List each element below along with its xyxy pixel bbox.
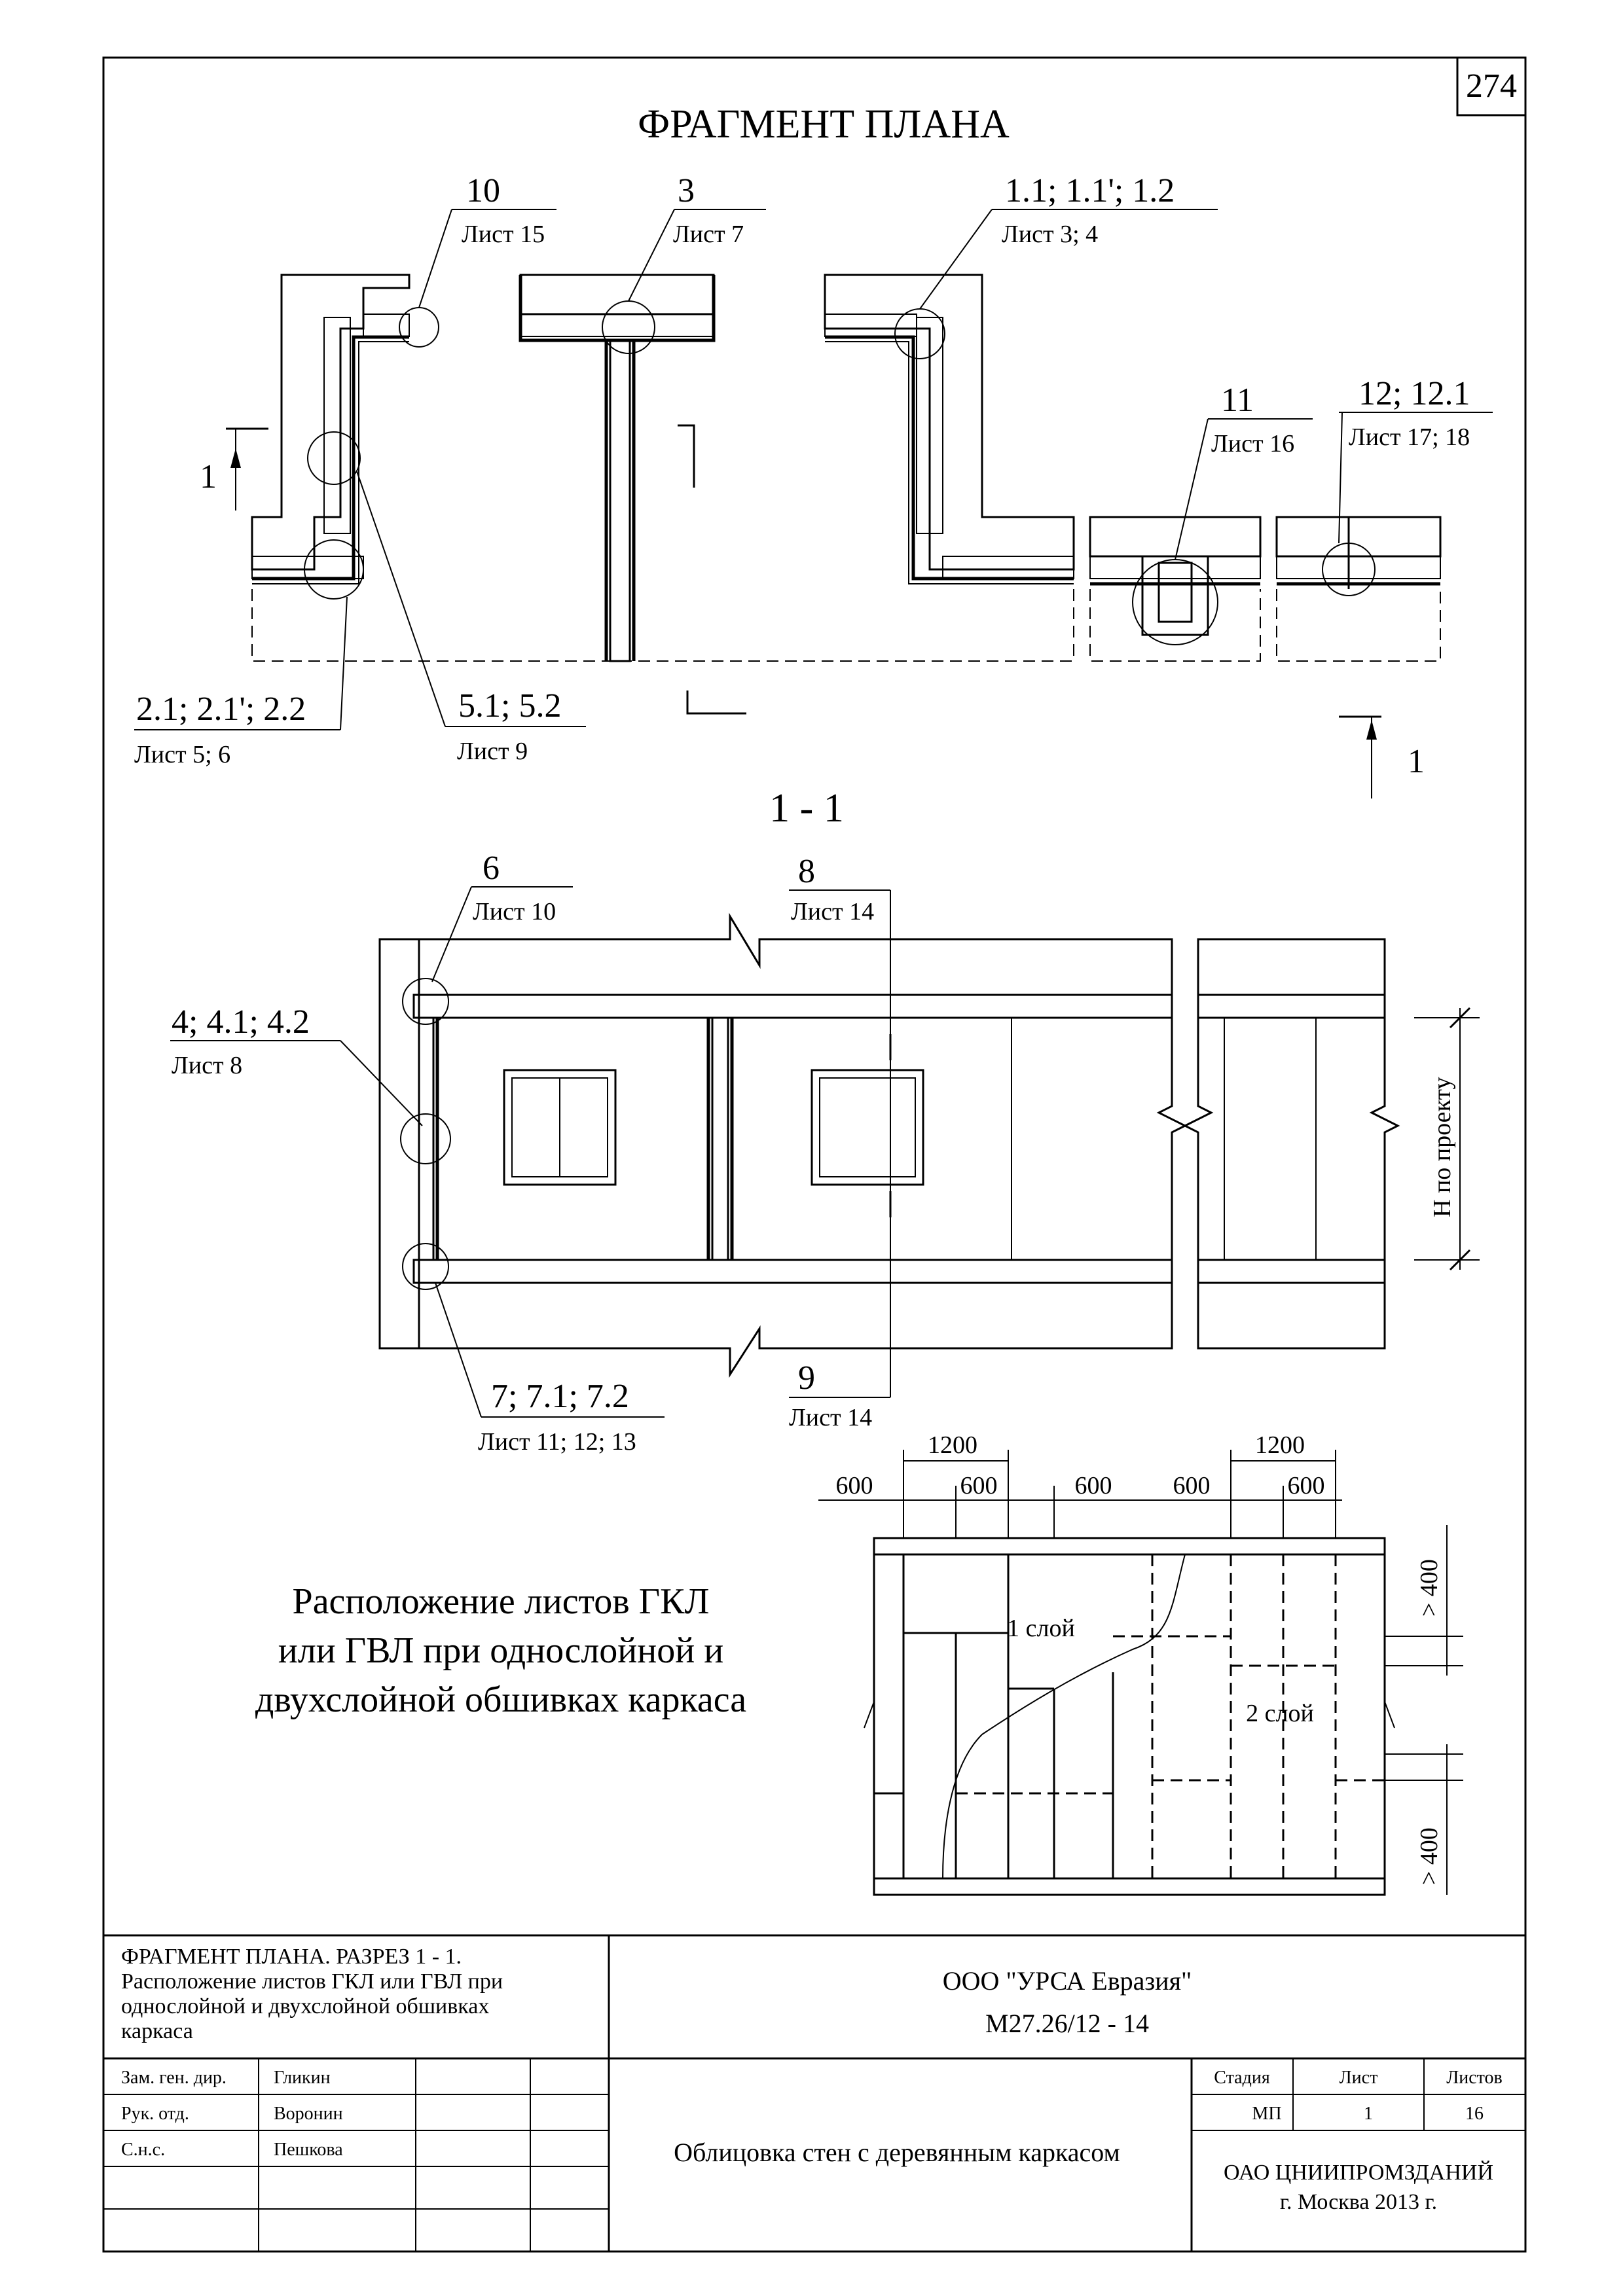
tb-org-line-1: ОАО ЦНИИПРОМЗДАНИЙ xyxy=(1224,2161,1493,2185)
tb-role-1: Зам. ген. дир. xyxy=(121,2068,227,2088)
plan-wall-right xyxy=(824,274,1075,571)
callout-2-number: 2.1; 2.1'; 2.2 xyxy=(136,691,306,728)
tb-desc-line-3: однослойной и двухслойной обшивках xyxy=(121,1994,489,2018)
section-callout-6-ref: Лист 10 xyxy=(473,898,556,925)
section-mark-right: 1 xyxy=(1408,743,1425,780)
plan-wall-middle xyxy=(519,274,715,315)
layout-caption-line-3: двухслойной обшивках каркаса xyxy=(255,1679,746,1720)
tb-company: ООО "УРСА Евразия" xyxy=(943,1966,1192,1996)
tb-role-3: С.н.с. xyxy=(121,2140,165,2160)
tb-desc-line-1: ФРАГМЕНТ ПЛАНА. РАЗРЕЗ 1 - 1. xyxy=(121,1945,462,1969)
layout-diagram: Расположение листов ГКЛ или ГВЛ при одно… xyxy=(255,1431,1463,1896)
layout-bottom-beam xyxy=(873,1877,1386,1896)
tb-role-2: Рук. отд. xyxy=(121,2104,189,2124)
layout-dim-600-b: 600 xyxy=(960,1472,998,1499)
section-callout-4-number: 4; 4.1; 4.2 xyxy=(172,1003,310,1041)
layout-dim-600-c: 600 xyxy=(1075,1472,1112,1499)
callout-2-ref: Лист 5; 6 xyxy=(134,741,230,768)
tb-desc-line-4: каркаса xyxy=(121,2019,193,2043)
layout-dim-600-a: 600 xyxy=(836,1472,873,1499)
layout-caption-line-1: Расположение листов ГКЛ xyxy=(293,1581,710,1622)
tb-subject: Облицовка стен с деревянным каркасом xyxy=(674,2138,1120,2167)
section-top-beam xyxy=(412,994,1173,1019)
section-callout-9-number: 9 xyxy=(798,1359,815,1397)
section-callout-9-ref: Лист 14 xyxy=(789,1404,872,1431)
tb-name-2: Воронин xyxy=(274,2104,343,2124)
section-bottom-beam xyxy=(412,1259,1173,1284)
plan-fragment: ФРАГМЕНТ ПЛАНА xyxy=(134,102,1493,798)
plan-partition xyxy=(609,339,631,662)
plan-wall-12 xyxy=(1275,516,1442,558)
section-window-1 xyxy=(503,1069,617,1186)
section-title: 1 - 1 xyxy=(769,786,844,831)
tb-name-1: Гликин xyxy=(274,2068,331,2088)
tb-value-stage: МП xyxy=(1252,2104,1281,2124)
layout-dim-side-top: > 400 xyxy=(1415,1559,1443,1617)
layout-break-curve xyxy=(942,1554,1186,1879)
section-height-label: Н по проекту xyxy=(1429,1077,1456,1217)
layout-caption-line-2: или ГВЛ при однослойной и xyxy=(278,1630,723,1671)
section-callout-8-number: 8 xyxy=(798,853,815,890)
callout-11-ref: Лист 16 xyxy=(1211,430,1294,457)
layout-dim-600-d: 600 xyxy=(1173,1472,1211,1499)
tb-header-sheet: Лист xyxy=(1340,2068,1378,2088)
callout-11-number: 11 xyxy=(1221,382,1254,419)
callout-12-ref: Лист 17; 18 xyxy=(1349,423,1470,451)
callout-12-number: 12; 12.1 xyxy=(1359,375,1470,412)
callout-1-ref: Лист 3; 4 xyxy=(1002,221,1098,248)
tb-name-3: Пешкова xyxy=(274,2140,343,2160)
title-block: ФРАГМЕНТ ПЛАНА. РАЗРЕЗ 1 - 1. Расположен… xyxy=(103,1934,1525,2251)
callout-10-number: 10 xyxy=(466,172,500,209)
plan-dashed-outline xyxy=(251,589,1441,662)
tb-value-sheets: 16 xyxy=(1465,2104,1484,2124)
plan-insulation-left xyxy=(323,317,351,534)
section-callout-4-ref: Лист 8 xyxy=(172,1052,242,1079)
section-window-2 xyxy=(811,1069,924,1186)
layout-layer-1-label: 1 слой xyxy=(1007,1615,1075,1642)
tb-org-line-2: г. Москва 2013 г. xyxy=(1280,2190,1437,2214)
section-outline xyxy=(380,912,1188,1378)
callout-3-number: 3 xyxy=(678,172,695,209)
callout-1-number: 1.1; 1.1'; 1.2 xyxy=(1005,172,1175,209)
callout-3-ref: Лист 7 xyxy=(673,221,744,248)
sheet-number: 274 xyxy=(1466,67,1517,105)
tb-value-sheet: 1 xyxy=(1364,2104,1373,2124)
tb-header-sheets: Листов xyxy=(1446,2068,1503,2088)
callout-5-number: 5.1; 5.2 xyxy=(458,687,561,725)
layout-layer-2-label: 2 слой xyxy=(1246,1700,1314,1727)
layout-dim-1200-a: 1200 xyxy=(928,1431,977,1459)
outer-frame xyxy=(102,56,1527,2253)
layout-top-beam xyxy=(873,1537,1386,1556)
callout-5-ref: Лист 9 xyxy=(457,738,528,765)
plan-title: ФРАГМЕНТ ПЛАНА xyxy=(638,102,1010,147)
section-cut-mark-top xyxy=(678,424,695,488)
section-callout-7-number: 7; 7.1; 7.2 xyxy=(491,1378,629,1415)
section-callout-7-ref: Лист 11; 12; 13 xyxy=(478,1428,636,1456)
plan-wall-11 xyxy=(1089,516,1262,558)
section-callout-6-number: 6 xyxy=(483,850,500,887)
section-1-1: 1 - 1 Н по проекту xyxy=(170,786,1480,1456)
sheet-number-box xyxy=(1456,56,1527,117)
section-callout-8-ref: Лист 14 xyxy=(791,898,874,925)
tb-header-stage: Стадия xyxy=(1214,2068,1270,2088)
section-cut-mark-bottom xyxy=(686,691,746,715)
layout-dim-600-e: 600 xyxy=(1288,1472,1325,1499)
plan-wall-left xyxy=(251,274,410,571)
section-mark-left: 1 xyxy=(200,458,217,495)
layout-dim-1200-b: 1200 xyxy=(1255,1431,1305,1459)
tb-code: М27.26/12 - 14 xyxy=(985,2009,1149,2038)
tb-desc-line-2: Расположение листов ГКЛ или ГВЛ при xyxy=(121,1969,503,1994)
callout-10-ref: Лист 15 xyxy=(462,221,545,248)
layout-dim-side-bottom: > 400 xyxy=(1415,1827,1443,1885)
